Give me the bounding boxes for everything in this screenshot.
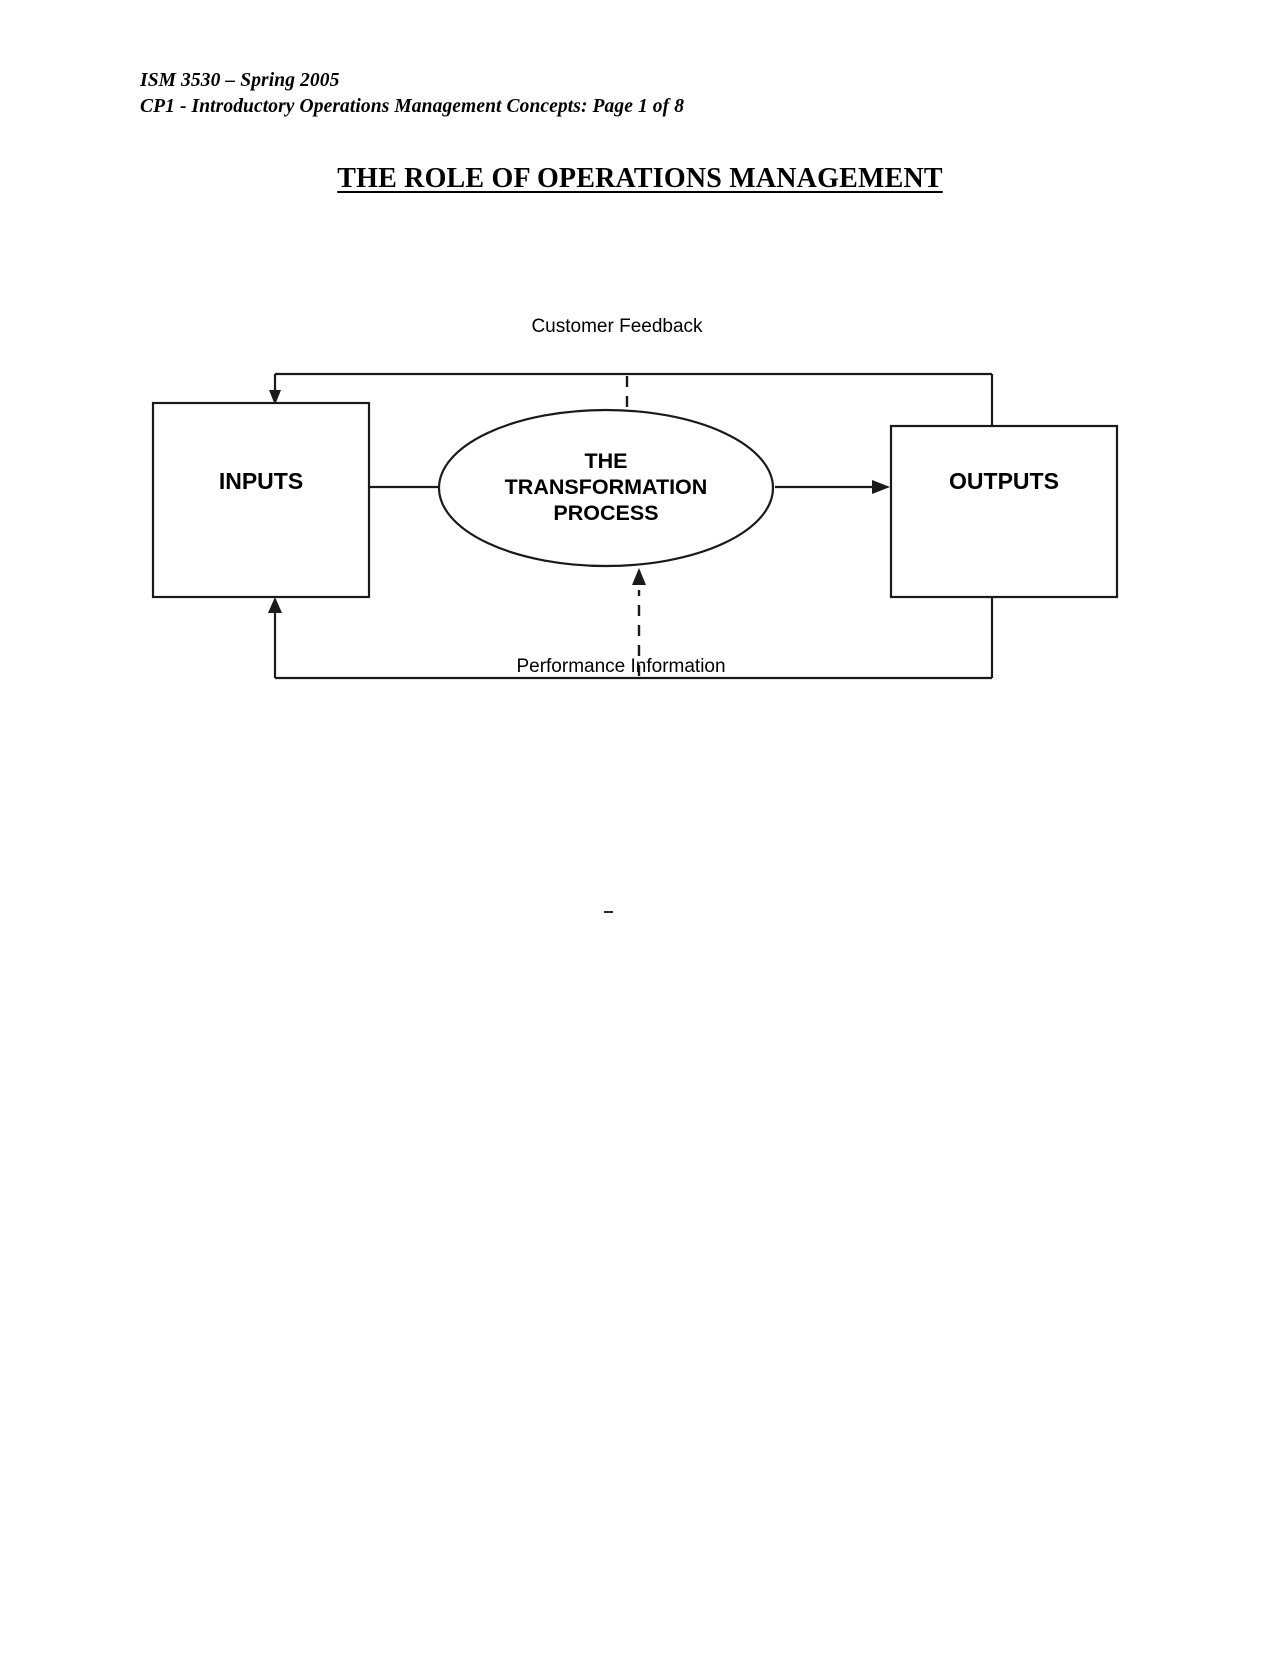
customer-feedback-label: Customer Feedback <box>531 316 703 337</box>
performance-information-label: Performance Information <box>516 656 725 677</box>
stray-dash-artifact <box>604 911 613 913</box>
process-label-line2: TRANSFORMATION <box>505 475 708 499</box>
process-to-outputs-arrowhead <box>872 480 890 494</box>
header-course-line: ISM 3530 – Spring 2005 <box>140 70 340 91</box>
process-label-line1: THE <box>585 449 628 473</box>
outputs-label: OUTPUTS <box>949 468 1059 494</box>
performance-information-dashed-arrowhead <box>632 568 646 585</box>
inputs-box <box>151 401 371 599</box>
top-feedback-arrowhead <box>269 390 281 405</box>
bottom-feedback-arrowhead <box>268 597 282 613</box>
transformation-model-diagram: Customer Feedback INPUTS THE TRANSFORMAT… <box>0 300 1280 700</box>
document-header: ISM 3530 – Spring 2005 CP1 - Introductor… <box>140 68 1040 120</box>
inputs-label: INPUTS <box>219 468 303 494</box>
transformation-process-ellipse <box>437 408 775 568</box>
header-subtitle-line: CP1 - Introductory Operations Management… <box>140 96 685 117</box>
page-title-text: THE ROLE OF OPERATIONS MANAGEMENT <box>337 163 943 194</box>
page-title: THE ROLE OF OPERATIONS MANAGEMENT <box>0 163 1280 195</box>
outputs-box <box>889 424 1119 599</box>
process-label-line3: PROCESS <box>553 501 658 525</box>
